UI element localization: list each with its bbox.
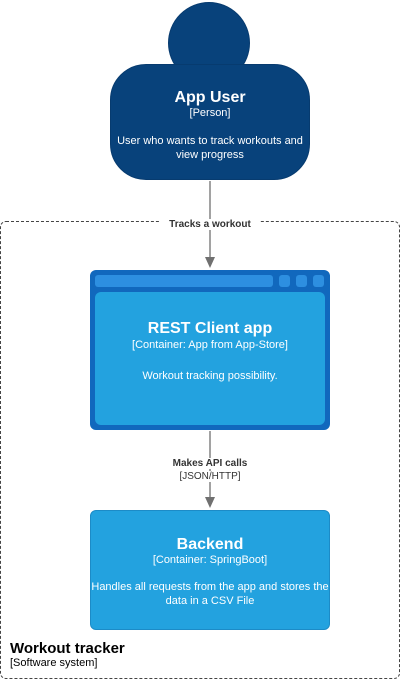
rest-client-name: REST Client app [147,320,273,337]
boundary-type: [Software system] [10,657,98,669]
person-body-shape [110,64,310,180]
browser-button-icon [313,275,324,287]
relationship-label-tracks: Tracks a workout [160,219,260,230]
arrowhead-app-to-backend [205,497,215,508]
arrowhead-user-to-app [205,257,215,268]
backend-description-line2: data in a CSV File [165,595,255,607]
person-name: App User [174,89,246,106]
relationship-label-api: Makes API calls [160,458,260,469]
person-description-line2: view progress [176,149,244,161]
rest-client-type: [Container: App from App-Store] [132,339,288,351]
boundary-title: Workout tracker [10,640,125,657]
backend-container [90,510,330,630]
backend-name: Backend [176,536,244,553]
backend-description-line1: Handles all requests from the app and st… [91,581,329,593]
browser-button-icon [296,275,307,287]
backend-type: [Container: SpringBoot] [152,554,268,566]
relationship-technology-api: [JSON/HTTP] [160,471,260,482]
rest-client-description: Workout tracking possibility. [142,370,278,382]
person-description-line1: User who wants to track workouts and [117,135,303,147]
person-type: [Person] [189,107,231,119]
browser-address-bar [95,275,273,287]
rest-client-body [95,292,325,425]
browser-button-icon [279,275,290,287]
